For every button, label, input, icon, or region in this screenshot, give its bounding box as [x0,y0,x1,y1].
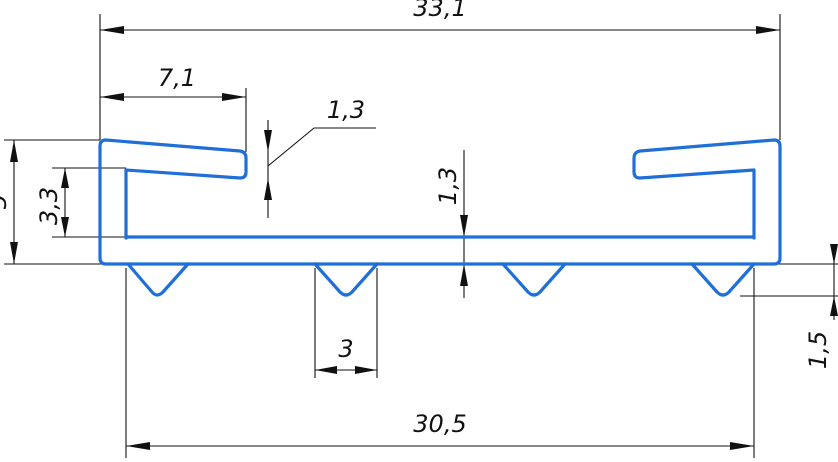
profile-left-lip [98,138,248,240]
label-lip-length: 7,1 [158,64,196,92]
label-wall-thickness: 1,3 [434,167,462,205]
label-groove-depth: 1,5 [804,331,832,369]
label-bottom-width: 30,5 [413,410,466,438]
label-groove-width: 3 [338,335,353,363]
arrow-lip-thickness-top [264,130,272,152]
profile-groove-2 [313,262,379,297]
arrow-bottom-width-right [730,442,754,450]
profile-right-lip [632,138,782,240]
profile-groove-3 [501,262,567,297]
arrow-inner-height-bottom [61,217,69,237]
arrow-groove-width-right [355,366,377,374]
arrow-groove-depth-top [830,244,838,264]
label-lip-thickness: 1,3 [327,96,365,124]
profile-groove-1 [126,262,190,297]
arrow-lip-thickness-bottom [264,178,272,200]
profile-groove-4 [690,262,756,297]
arrow-overall-height-bottom [10,242,18,264]
arrow-groove-width-left [315,366,337,374]
arrow-groove-depth-bottom [830,296,838,316]
arrow-lip-length-right [222,93,246,101]
arrow-overall-height-top [10,140,18,162]
leader-line-lip-thickness [267,127,315,167]
label-overall-width: 33,1 [413,0,466,22]
arrow-inner-height-top [61,168,69,188]
dimension-labels: 33,1 7,1 1,3 1,3 3,3 5 3 30,5 1,5 [0,0,832,438]
label-overall-height: 5 [0,194,12,209]
profile-base-plate [98,236,782,266]
profile-cross-section [98,138,782,297]
arrow-overall-width-left [100,26,124,34]
dimension-lines [4,14,838,458]
arrow-wall-thickness-top [460,215,468,237]
label-inner-height: 3,3 [35,187,63,225]
arrow-lip-length-left [100,93,124,101]
arrow-wall-thickness-bottom [460,264,468,286]
arrow-bottom-width-left [126,442,150,450]
arrow-overall-width-right [756,26,780,34]
